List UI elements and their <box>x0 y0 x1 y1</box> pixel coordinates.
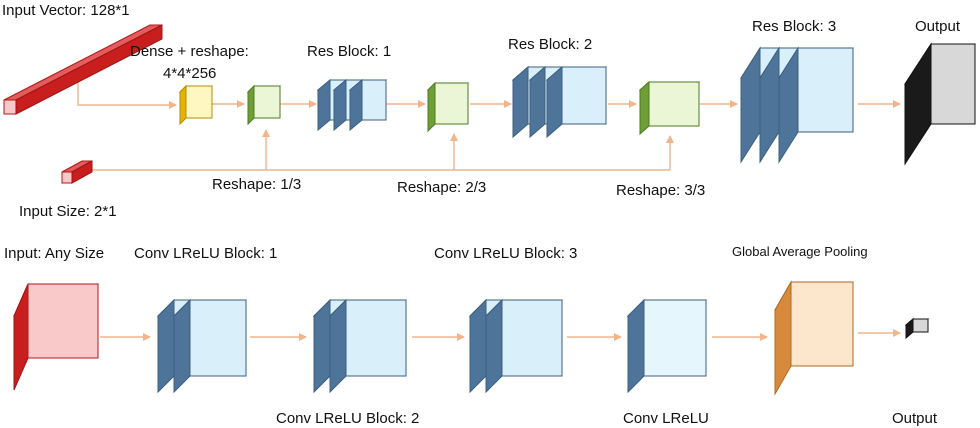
top-arrows <box>77 70 901 171</box>
gap-block <box>774 280 854 396</box>
bottom-output-block <box>904 317 930 340</box>
conv-block-2 <box>312 298 408 394</box>
bottom-arrows <box>100 329 901 341</box>
label-res-block-2: Res Block: 2 <box>508 36 592 53</box>
input-vector-bar <box>3 24 163 115</box>
res-block-1 <box>316 78 388 132</box>
label-reshape-1: Reshape: 1/3 <box>212 176 301 193</box>
label-top-output: Output <box>915 18 961 35</box>
conv-block-3 <box>468 298 564 394</box>
top-output-block <box>904 42 976 166</box>
label-reshape-3: Reshape: 3/3 <box>616 182 705 199</box>
res-block-3 <box>740 46 854 164</box>
label-input-size: Input Size: 2*1 <box>19 203 117 220</box>
label-reshape-2: Reshape: 2/3 <box>397 179 486 196</box>
input-any-size-block <box>13 283 99 391</box>
label-input-vector: Input Vector: 128*1 <box>2 2 130 19</box>
label-conv-block-2: Conv LReLU Block: 2 <box>276 410 419 427</box>
input-size-block <box>61 160 93 184</box>
label-conv-lrelu: Conv LReLU <box>623 410 709 427</box>
dense-block <box>178 84 214 126</box>
label-conv-block-3: Conv LReLU Block: 3 <box>434 245 577 262</box>
conv-block-1 <box>156 298 248 394</box>
conv-lrelu-block <box>626 298 708 394</box>
arrow-input-to-dense <box>77 70 177 109</box>
res-block-2 <box>511 65 608 139</box>
label-dense-line2: 4*4*256 <box>163 65 216 82</box>
label-conv-block-1: Conv LReLU Block: 1 <box>134 245 277 262</box>
green-block-1 <box>246 84 282 126</box>
label-res-block-1: Res Block: 1 <box>307 43 391 60</box>
green-block-2 <box>426 81 470 133</box>
label-gap: Global Average Pooling <box>732 244 868 259</box>
label-res-block-3: Res Block: 3 <box>752 18 836 35</box>
label-bottom-output: Output <box>892 410 938 427</box>
label-input-any-size: Input: Any Size <box>4 245 104 262</box>
green-block-3 <box>638 80 701 136</box>
label-dense-line1: Dense + reshape: <box>130 43 249 60</box>
